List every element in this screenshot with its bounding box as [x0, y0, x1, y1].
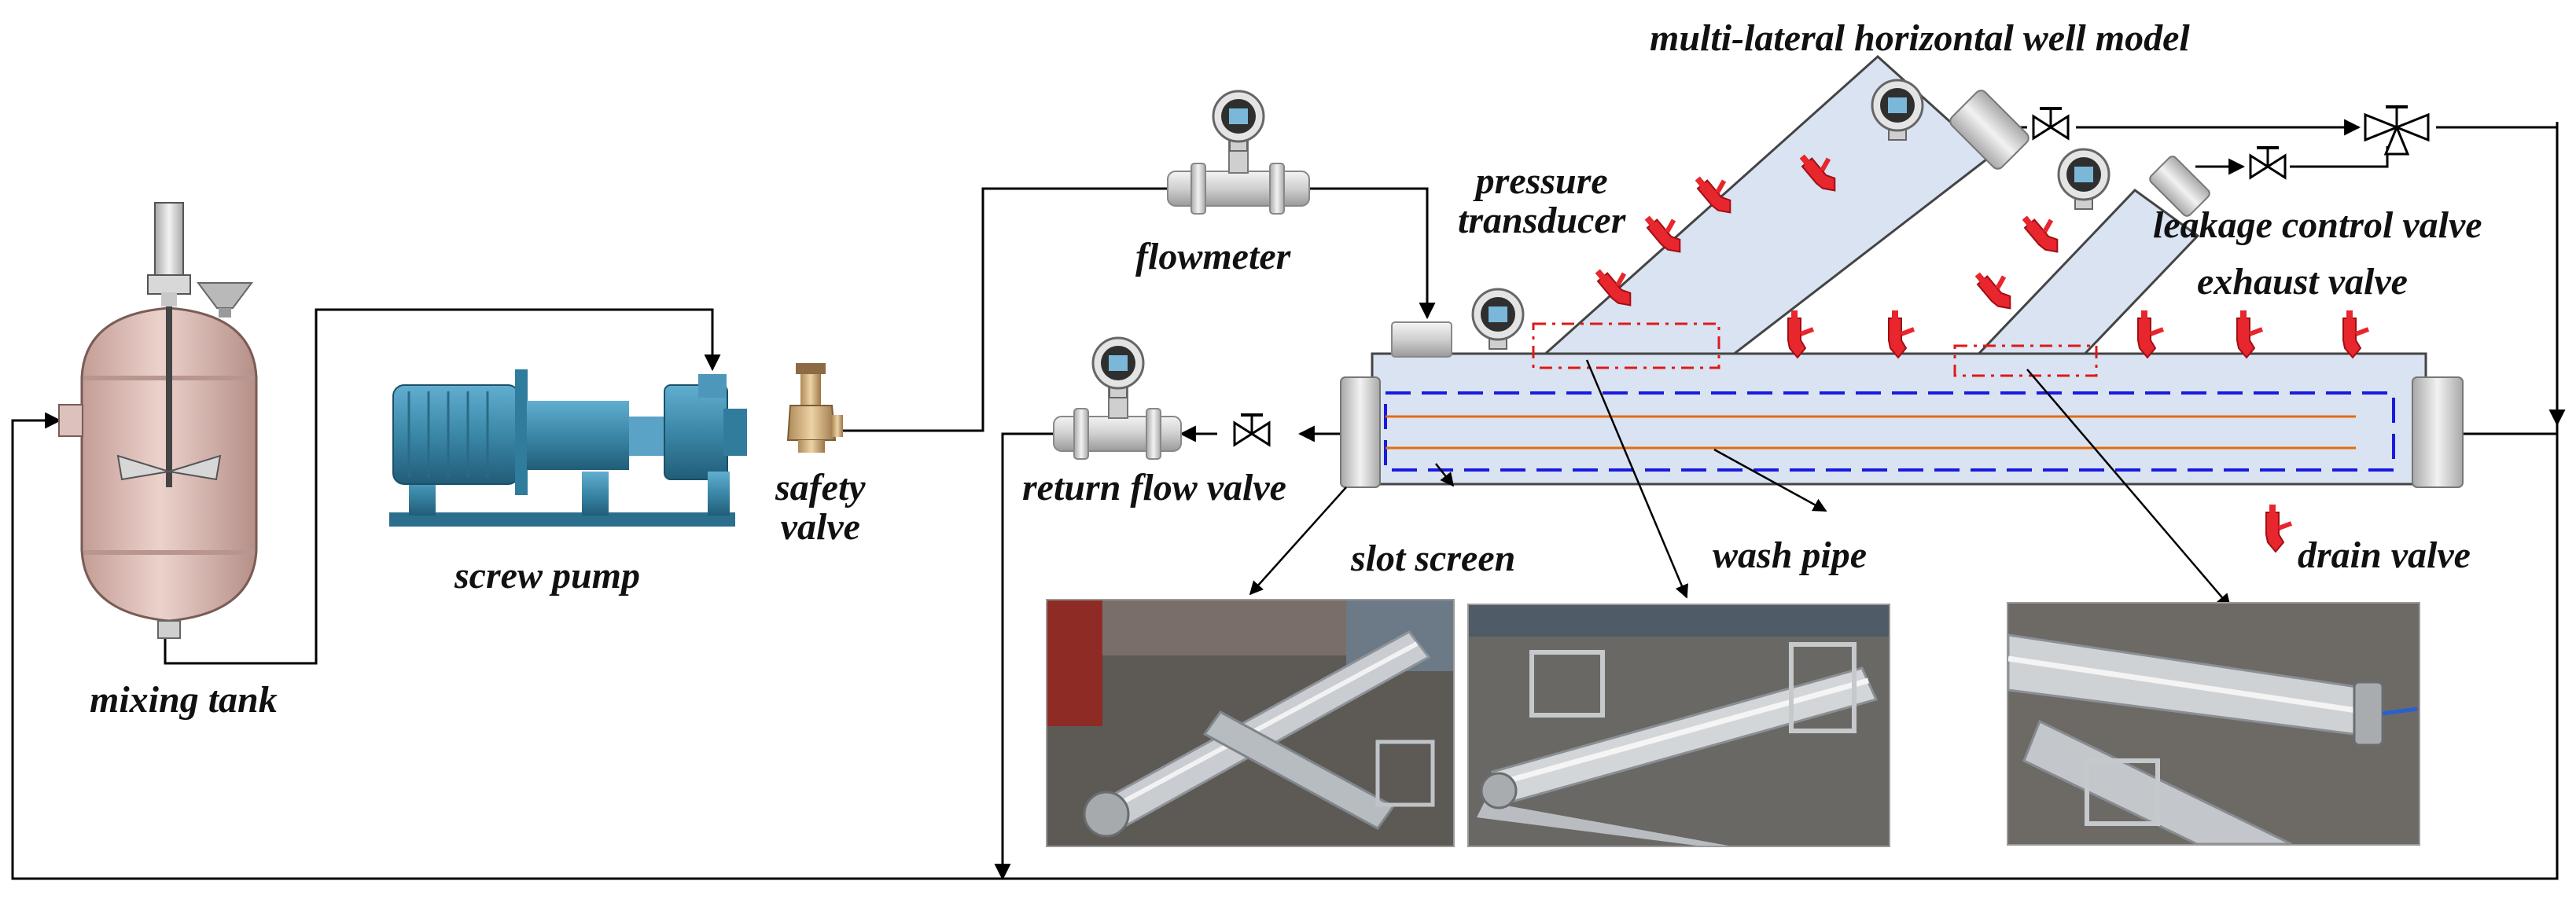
wash-pipe-label: wash pipe [1713, 534, 1868, 576]
pressure-gauge-icon [1471, 288, 1525, 351]
lateral-junction-photo [2007, 602, 2420, 846]
mixing-tank-label: mixing tank [90, 679, 278, 721]
exhaust-valve-label: exhaust valve [2197, 261, 2408, 303]
drain-valve-label: drain valve [2298, 534, 2471, 576]
flowmeter-icon [1167, 90, 1310, 215]
pressure-transducer-label: pressure transducer [1458, 160, 1626, 242]
leakage-control-valve-label: leakage control valve [2153, 204, 2482, 246]
slot-screen-label: slot screen [1351, 538, 1516, 579]
gate-valve-icon [2249, 146, 2287, 179]
pressure-gauge-icon [2057, 148, 2110, 211]
three-way-valve-icon [2364, 105, 2430, 156]
mixing-tank [58, 202, 258, 639]
screw-pump-label: screw pump [454, 555, 641, 596]
leader-lines [1249, 359, 2232, 608]
wash-pipe-photo [1467, 604, 1890, 847]
safety-valve-icon [786, 363, 843, 453]
gate-valve-icon [2032, 107, 2070, 140]
safety-valve-label: safety valve [775, 468, 866, 548]
safety-valve-line2: valve [780, 506, 860, 549]
safety-valve-line1: safety [775, 467, 866, 508]
pressure-transducer-line2: transducer [1458, 200, 1626, 242]
slot-screen-photo [1046, 599, 1455, 847]
return-flowmeter-icon [1053, 336, 1182, 460]
screw-pump [389, 369, 747, 527]
return-flow-valve-label: return flow valve [1022, 467, 1286, 508]
flowmeter-label: flowmeter [1135, 236, 1291, 277]
diagram-title: multi-lateral horizontal well model [1650, 17, 2190, 59]
main-horizontal-well [1340, 321, 2464, 488]
pressure-transducer-line1: pressure [1475, 160, 1608, 202]
gate-valve-icon [1233, 413, 1271, 446]
